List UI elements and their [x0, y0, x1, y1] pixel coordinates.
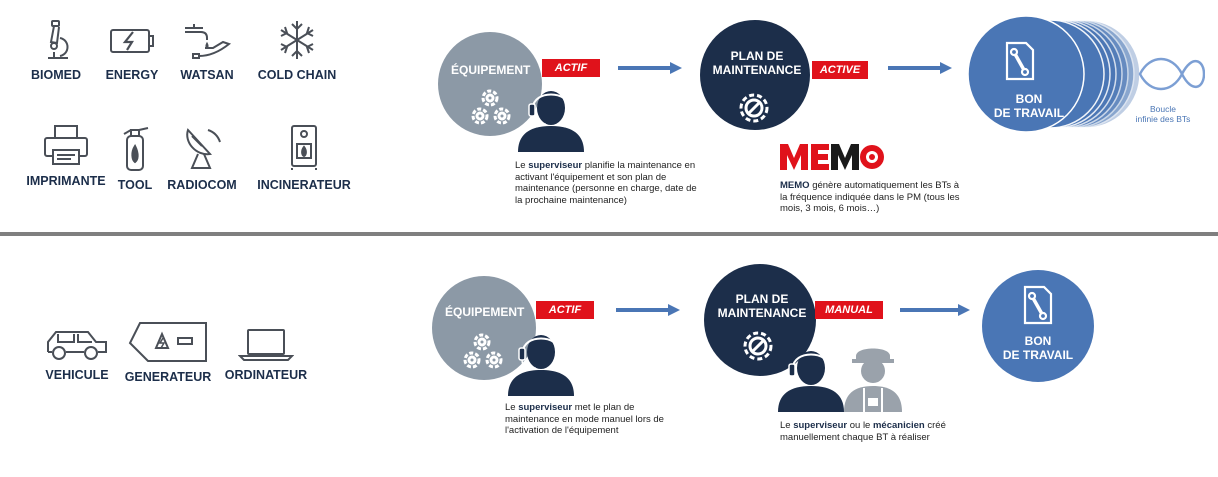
status-tag-manual: MANUAL [815, 301, 883, 319]
status-tag-actif: ACTIF [542, 59, 600, 77]
bon-title-line-2: DE TRAVAIL [1002, 348, 1074, 362]
gears-icon [463, 333, 503, 369]
category-label: RADIOCOM [167, 178, 237, 192]
desc-text: ou le [847, 420, 873, 431]
category-label: TOOL [117, 178, 153, 192]
mechanic-description: Le superviseur ou le mécanicien créé man… [780, 420, 960, 443]
bon-title: BON DE TRAVAIL [990, 334, 1086, 362]
status-tag-active: ACTIVE [812, 61, 868, 79]
category-generateur: GENERATEUR [118, 320, 218, 384]
desc-text: génère automatiquement les BTs à la fréq… [780, 180, 960, 214]
loop-label-line-1: Boucle [1150, 104, 1176, 114]
flow-arrow [900, 304, 970, 316]
category-label: IMPRIMANTE [26, 174, 106, 188]
category-label: VEHICULE [45, 368, 109, 382]
equipment-title: ÉQUIPEMENT [451, 63, 531, 77]
equipment-title: ÉQUIPEMENT [445, 305, 525, 319]
desc-text: met le plan de maintenance en mode manue… [505, 402, 664, 436]
equipment-circle [432, 276, 536, 380]
work-order-circle [982, 270, 1094, 382]
memo-logo [780, 142, 884, 172]
category-incinerateur: INCINERATEUR [250, 122, 358, 192]
desc-text: Le [515, 160, 529, 171]
supervisor-description: Le superviseur planifie la maintenance e… [515, 160, 705, 206]
memo-logo-graphic [780, 144, 884, 170]
category-vehicule: VEHICULE [42, 326, 112, 382]
supervisor-icon [778, 351, 844, 412]
category-biomed: BIOMED [28, 18, 84, 82]
category-cold-chain: COLD CHAIN [255, 18, 339, 82]
printer-icon [44, 125, 88, 165]
microscope-icon [48, 20, 69, 59]
incinerator-icon [291, 125, 317, 170]
loop-label-line-2: infinie des BTs [1135, 114, 1191, 124]
supervisor-icon [518, 91, 584, 152]
desc-bold: mécanicien [872, 420, 925, 431]
category-tool: TOOL [114, 122, 156, 192]
work-order-document-icon [1023, 285, 1053, 325]
gears-icon [471, 89, 511, 125]
desc-text: créé manuellement chaque BT à réaliser [780, 420, 946, 443]
category-watsan: WATSAN [176, 18, 238, 82]
gear-wrench-icon [743, 331, 773, 361]
fire-extinguisher-icon [123, 127, 149, 171]
category-label: WATSAN [180, 68, 234, 82]
category-label: BIOMED [31, 68, 81, 82]
desc-bold: superviseur [518, 402, 573, 413]
section-divider [0, 232, 1218, 236]
flow-arrow [618, 62, 682, 74]
laptop-icon [238, 329, 294, 361]
maintenance-plan-circle [700, 20, 810, 130]
category-imprimante: IMPRIMANTE [22, 122, 110, 188]
supervisor-icon [508, 335, 574, 396]
category-ordinateur: ORDINATEUR [222, 326, 310, 382]
plan-title-line-2: MAINTENANCE [717, 306, 807, 320]
status-tag-actif: ACTIF [536, 301, 594, 319]
mechanic-icon [844, 348, 902, 412]
bon-title-line-1: BON [1024, 334, 1052, 348]
plan-title-line-1: PLAN DE [735, 292, 789, 306]
category-label: GENERATEUR [124, 370, 212, 384]
desc-bold: MEMO [780, 180, 810, 191]
category-label: ORDINATEUR [224, 368, 308, 382]
plan-title-line-2: MAINTENANCE [712, 63, 802, 77]
vehicle-icon [47, 331, 107, 360]
bon-title-line-1: BON [1015, 92, 1043, 106]
flow-arrow [888, 62, 952, 74]
loop-label: Boucle infinie des BTs [1128, 104, 1198, 124]
desc-text: Le [780, 420, 794, 431]
equipment-circle [438, 32, 542, 136]
bon-title: BON DE TRAVAIL [981, 92, 1077, 120]
flow-arrow [616, 304, 680, 316]
memo-description: MEMO génère automatiquement les BTs à la… [780, 180, 960, 215]
supervisor-description: Le superviseur met le plan de maintenanc… [505, 402, 685, 437]
satellite-dish-icon [186, 128, 221, 169]
desc-text: planifie la maintenance en activant l'éq… [515, 160, 697, 206]
category-radiocom: RADIOCOM [162, 122, 242, 192]
plan-title: PLAN DE MAINTENANCE [714, 292, 810, 320]
desc-bold: superviseur [528, 160, 583, 171]
desc-bold: superviseur [793, 420, 848, 431]
category-energy: ENERGY [104, 18, 160, 82]
category-label: COLD CHAIN [257, 68, 337, 82]
work-order-document-icon [1005, 41, 1035, 81]
generator-icon [128, 322, 207, 362]
category-label: ENERGY [105, 68, 159, 82]
bon-title-line-2: DE TRAVAIL [993, 106, 1065, 120]
snowflake-icon [280, 21, 314, 59]
desc-text: Le [505, 402, 519, 413]
water-tap-icon [185, 24, 232, 59]
gear-wrench-icon [739, 93, 769, 123]
plan-title-line-1: PLAN DE [730, 49, 784, 63]
plan-title: PLAN DE MAINTENANCE [710, 49, 804, 77]
battery-icon [110, 29, 154, 53]
category-label: INCINERATEUR [257, 178, 351, 192]
